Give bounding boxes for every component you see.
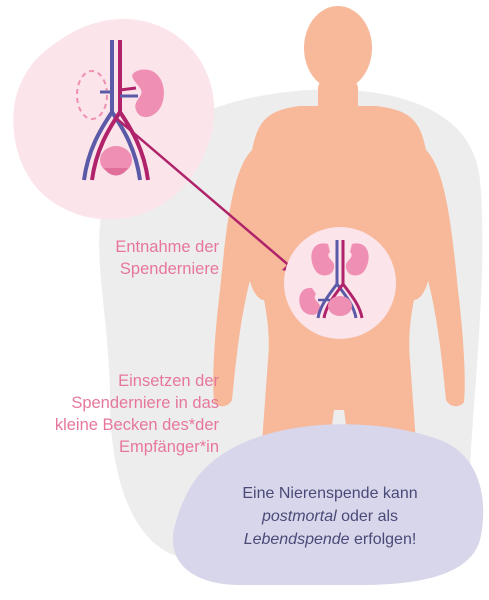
recipient-focus-circle [284, 227, 396, 339]
info-postmortal: postmortal [262, 508, 337, 525]
info-lebendspende: Lebendspende [244, 531, 350, 548]
info-line-3: Lebendspende erfolgen! [190, 528, 470, 551]
info-line-2: postmortal oder als [190, 505, 470, 528]
removal-label-line: Spenderniere [115, 258, 219, 280]
insertion-label-line: Empfänger*in [55, 436, 219, 458]
removal-label-line: Entnahme der [115, 236, 219, 258]
insertion-label-line: kleine Becken des*der [55, 414, 219, 436]
insertion-label: Einsetzen der Spenderniere in das kleine… [55, 370, 219, 458]
insertion-label-line: Spenderniere in das [55, 392, 219, 414]
info-line-1: Eine Nierenspende kann [190, 482, 470, 505]
insertion-label-line: Einsetzen der [55, 370, 219, 392]
info-line-2-rest: oder als [337, 508, 398, 525]
head [304, 6, 372, 90]
removal-label: Entnahme der Spenderniere [115, 236, 219, 280]
info-bubble-text: Eine Nierenspende kann postmortal oder a… [190, 482, 470, 551]
recipient-bladder [328, 296, 352, 316]
info-line-3-rest: erfolgen! [350, 531, 417, 548]
